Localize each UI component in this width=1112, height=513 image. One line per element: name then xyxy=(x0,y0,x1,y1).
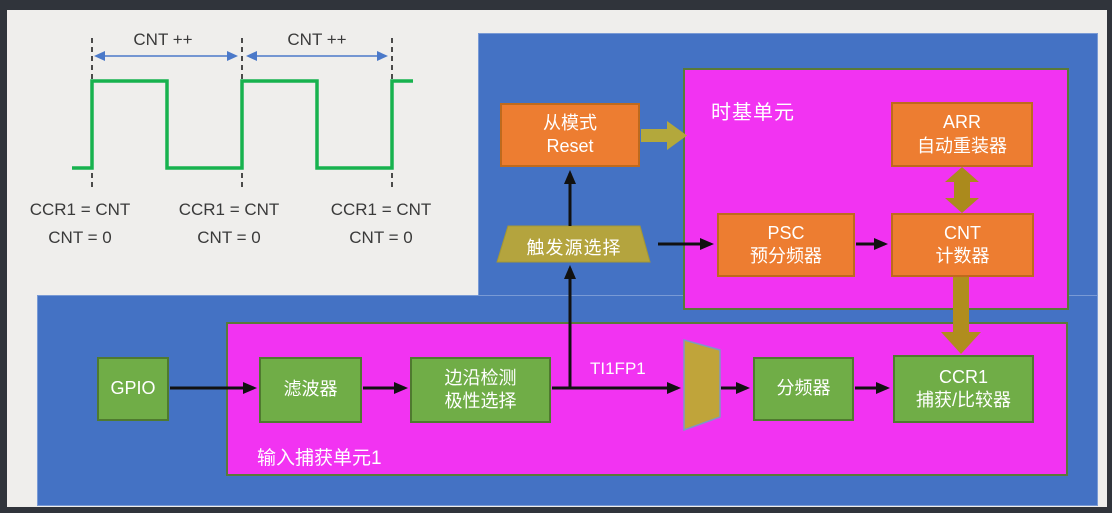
ccr1-box: CCR1 捕获/比较器 xyxy=(893,355,1034,423)
cnt-box: CNT 计数器 xyxy=(891,213,1034,277)
capture-event-line1: CCR1 = CNT xyxy=(178,200,280,219)
gpio-box: GPIO xyxy=(97,357,169,421)
timebase-region-title: 时基单元 xyxy=(711,102,795,124)
edge-detect-box: 边沿检测 极性选择 xyxy=(410,357,551,423)
polarity-label: 极性选择 xyxy=(444,391,517,411)
slave-mode-label: 从模式 xyxy=(543,112,597,133)
filter-label: 滤波器 xyxy=(283,379,338,400)
ccr1-label: CCR1 xyxy=(938,366,988,387)
capture-region-title: 输入捕获单元1 xyxy=(257,448,382,469)
arr-box: ARR 自动重装器 xyxy=(891,102,1033,167)
arr-sublabel: 自动重装器 xyxy=(917,135,1007,156)
divider-label: 分频器 xyxy=(776,378,831,399)
capture-event-line2: CNT = 0 xyxy=(48,228,112,247)
slave-mode-reset-box: 从模式 Reset xyxy=(500,103,640,167)
psc-box: PSC 预分频器 xyxy=(717,213,855,277)
trigger-source-label: 触发源选择 xyxy=(526,238,622,258)
divider-box: 分频器 xyxy=(753,357,854,421)
capture-event-annotation: CCR1 = CNT CNT = 0 xyxy=(14,196,146,252)
cnt-increment-label-2: CNT ++ xyxy=(287,30,347,49)
psc-sublabel: 预分频器 xyxy=(750,246,822,266)
edge-detect-label: 边沿检测 xyxy=(444,367,517,388)
arr-label: ARR xyxy=(942,112,981,133)
slave-reset-label: Reset xyxy=(546,136,594,156)
capture-event-annotation: CCR1 = CNT CNT = 0 xyxy=(163,196,295,252)
capture-event-line1: CCR1 = CNT xyxy=(330,200,432,219)
capture-event-line2: CNT = 0 xyxy=(197,228,261,247)
capture-event-line1: CCR1 = CNT xyxy=(29,200,131,219)
cnt-label: CNT xyxy=(944,222,981,243)
cnt-sublabel: 计数器 xyxy=(935,246,990,266)
capture-event-annotation: CCR1 = CNT CNT = 0 xyxy=(315,196,447,252)
gpio-label: GPIO xyxy=(110,378,156,399)
capture-event-line2: CNT = 0 xyxy=(349,228,413,247)
ti1fp1-signal-label: TI1FP1 xyxy=(590,359,646,378)
filter-box: 滤波器 xyxy=(259,357,362,423)
psc-label: PSC xyxy=(767,222,805,243)
cnt-increment-label-1: CNT ++ xyxy=(133,30,193,49)
ccr1-sublabel: 捕获/比较器 xyxy=(915,390,1011,410)
